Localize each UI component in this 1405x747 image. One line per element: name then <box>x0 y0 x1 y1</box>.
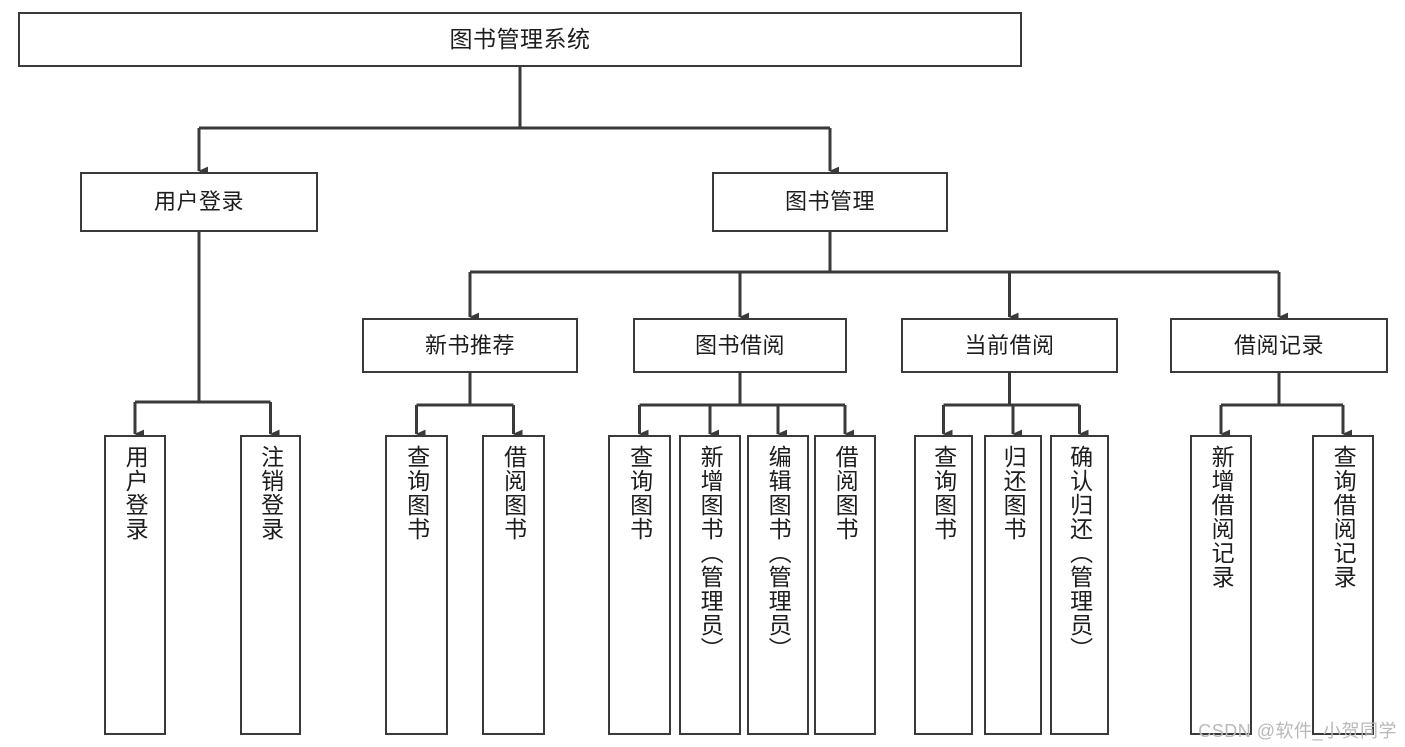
node-leaf-leaf-confirm-return[interactable]: 确认归还（管理员） <box>1050 435 1109 735</box>
node-label: 新增图书（管理员） <box>697 445 724 661</box>
node-branch-current-borrow[interactable]: 当前借阅 <box>901 318 1118 373</box>
node-label: 借阅记录 <box>1233 332 1324 358</box>
node-label: 用户登录 <box>122 445 149 541</box>
node-label: 确认归还（管理员） <box>1066 445 1093 661</box>
node-leaf-leaf-query-book-1[interactable]: 查询图书 <box>385 435 448 735</box>
connector-group <box>133 67 1353 439</box>
node-branch-borrow-record[interactable]: 借阅记录 <box>1170 318 1388 373</box>
node-label: 查询借阅记录 <box>1330 445 1357 589</box>
node-leaf-leaf-edit-book[interactable]: 编辑图书（管理员） <box>747 435 809 735</box>
node-branch-user-login[interactable]: 用户登录 <box>80 172 318 232</box>
node-label: 查询图书 <box>930 445 957 541</box>
node-branch-book-manage[interactable]: 图书管理 <box>712 172 948 232</box>
node-label: 当前借阅 <box>964 332 1055 358</box>
node-label: 图书管理系统 <box>449 25 591 52</box>
node-leaf-leaf-add-book[interactable]: 新增图书（管理员） <box>679 435 741 735</box>
node-label: 用户登录 <box>153 189 244 215</box>
node-leaf-leaf-add-record[interactable]: 新增借阅记录 <box>1190 435 1252 735</box>
node-leaf-leaf-query-book-2[interactable]: 查询图书 <box>608 435 671 735</box>
node-label: 新增借阅记录 <box>1208 445 1235 589</box>
node-leaf-leaf-logout[interactable]: 注销登录 <box>240 435 301 735</box>
node-label: 查询图书 <box>626 445 653 541</box>
node-label: 图书借阅 <box>694 332 785 358</box>
node-branch-new-book-recommend[interactable]: 新书推荐 <box>362 318 578 373</box>
node-leaf-leaf-query-record[interactable]: 查询借阅记录 <box>1312 435 1374 735</box>
node-leaf-leaf-return-book[interactable]: 归还图书 <box>984 435 1042 735</box>
node-label: 注销登录 <box>257 445 284 541</box>
node-leaf-leaf-borrow-book-1[interactable]: 借阅图书 <box>482 435 545 735</box>
node-root-root[interactable]: 图书管理系统 <box>18 12 1022 67</box>
node-leaf-leaf-query-book-3[interactable]: 查询图书 <box>914 435 973 735</box>
node-label: 编辑图书（管理员） <box>765 445 792 661</box>
node-leaf-leaf-user-login[interactable]: 用户登录 <box>104 435 166 735</box>
node-leaf-leaf-borrow-book-2[interactable]: 借阅图书 <box>814 435 876 735</box>
node-label: 查询图书 <box>403 445 430 541</box>
node-label: 借阅图书 <box>500 445 527 541</box>
node-label: 图书管理 <box>784 189 875 215</box>
node-label: 借阅图书 <box>832 445 859 541</box>
node-branch-book-borrow[interactable]: 图书借阅 <box>633 318 847 373</box>
node-label: 新书推荐 <box>424 332 515 358</box>
node-label: 归还图书 <box>1000 445 1027 541</box>
